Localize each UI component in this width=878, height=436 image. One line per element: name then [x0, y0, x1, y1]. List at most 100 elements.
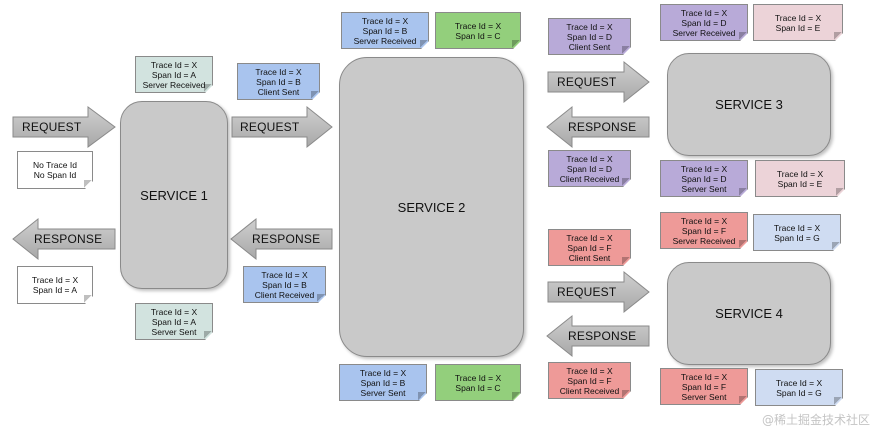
response-label-s4-s2: RESPONSE	[568, 329, 637, 343]
note-line: No Trace Id	[33, 160, 77, 170]
note-fold	[622, 390, 630, 398]
note-line: Trace Id = X	[680, 163, 728, 174]
service-3-label: SERVICE 3	[715, 97, 783, 112]
note-line: Span Id = A	[151, 316, 197, 327]
request-arrow-s1-s2	[231, 105, 333, 149]
request-arrow-s2-s4	[547, 270, 650, 314]
note-line: Trace Id = X	[680, 215, 728, 226]
watermark: @稀土掘金技术社区	[761, 413, 870, 427]
note-line: Span Id = D	[681, 17, 727, 28]
note-fold	[204, 331, 212, 339]
request-label-s2-s3: REQUEST	[557, 75, 617, 89]
note-line: Span Id = A	[151, 69, 197, 80]
note-fold	[512, 392, 520, 400]
note-fold	[834, 397, 842, 405]
request-arrow-s2-s3	[547, 60, 650, 104]
note-line: Trace Id = X	[566, 153, 613, 164]
note-line: Trace Id = X	[680, 7, 728, 18]
note-line: No Span Id	[33, 170, 77, 180]
note-line: Trace Id = X	[775, 377, 823, 388]
note-line: Span Id = G	[774, 232, 820, 243]
note-line: Trace Id = X	[454, 20, 502, 31]
note-line: Client Received	[559, 385, 620, 396]
note-line: Span Id = B	[362, 25, 408, 36]
note-line: Trace Id = X	[255, 66, 302, 77]
note-line: Span Id = B	[256, 76, 301, 87]
request-label-s2-s4: REQUEST	[557, 285, 617, 299]
note-line: Server Received	[142, 79, 206, 90]
note-fold	[418, 392, 426, 400]
note-line: Trace Id = X	[150, 59, 198, 70]
note-line: Span Id = E	[777, 178, 823, 189]
note-line: Trace Id = X	[566, 365, 613, 376]
note-line: Span Id = C	[455, 30, 501, 41]
response-label-s3-s2: RESPONSE	[568, 120, 637, 134]
note-line: Client Sent	[568, 41, 611, 52]
note-line: Trace Id = X	[261, 269, 308, 280]
service-2-label: SERVICE 2	[397, 199, 466, 215]
note-line: Trace Id = X	[566, 232, 613, 243]
note-fold	[622, 257, 630, 265]
response-label-s2-s1: RESPONSE	[252, 232, 321, 246]
note-line: Trace Id = X	[150, 306, 198, 317]
note-line: Client Sent	[568, 252, 611, 263]
note-line: Server Sent	[681, 391, 727, 402]
note-line: Trace Id = X	[773, 222, 821, 233]
note-line: Trace Id = X	[680, 371, 728, 382]
note-fold	[317, 294, 325, 302]
note-line: Span Id = D	[566, 31, 613, 42]
request-arrow-client-s1	[12, 106, 116, 148]
note-line: Client Received	[559, 173, 620, 184]
note-line: Trace Id = X	[454, 372, 502, 383]
note-fold	[739, 32, 747, 40]
note-fold	[739, 240, 747, 248]
note-fold	[84, 295, 92, 303]
note-line: Span Id = C	[455, 382, 501, 393]
note-fold	[836, 188, 844, 196]
response-arrow-s1-client	[12, 217, 116, 261]
note-line: Server Sent	[151, 326, 197, 337]
request-label-client-s1: REQUEST	[22, 120, 82, 134]
note-line: Span Id = E	[775, 22, 821, 33]
note-line: Span Id = F	[681, 225, 727, 236]
service-4-label: SERVICE 4	[715, 306, 783, 321]
note-line: Trace Id = X	[776, 168, 824, 179]
note-line: Span Id = D	[566, 163, 613, 174]
note-fold	[739, 188, 747, 196]
note-fold	[622, 46, 630, 54]
note-fold	[84, 180, 92, 188]
note-line: Trace Id = X	[31, 275, 79, 285]
note-fold	[420, 40, 428, 48]
note-line: Span Id = B	[360, 377, 406, 388]
note-line: Span Id = F	[681, 381, 727, 392]
response-arrow-s3-s2	[546, 105, 650, 149]
service-4: SERVICE 4	[667, 262, 831, 365]
response-label-s1-client: RESPONSE	[34, 232, 103, 246]
note-line: Span Id = F	[567, 375, 612, 386]
service-1: SERVICE 1	[120, 101, 228, 289]
response-arrow-s4-s2	[546, 314, 650, 358]
service-1-label: SERVICE 1	[140, 187, 208, 203]
note-line: Span Id = D	[681, 173, 727, 184]
note-line: Trace Id = X	[361, 15, 409, 26]
note-line: Server Received	[353, 35, 417, 46]
note-line: Trace Id = X	[359, 367, 407, 378]
note-line: Server Sent	[681, 183, 727, 194]
response-arrow-s2-s1	[230, 217, 333, 261]
note-line: Server Received	[672, 235, 736, 246]
